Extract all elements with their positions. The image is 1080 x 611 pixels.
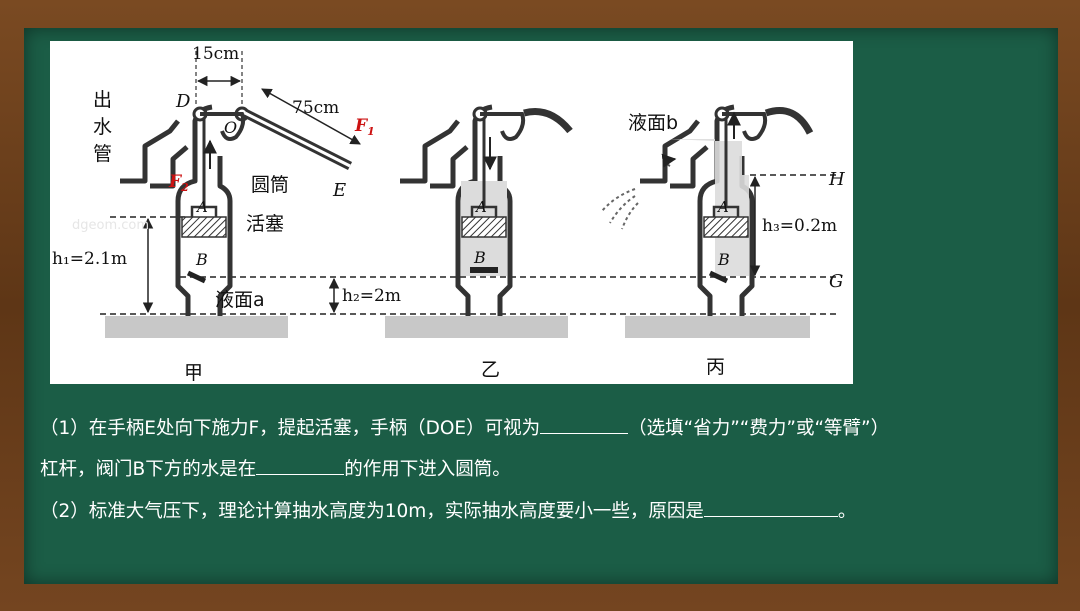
watermark: dgeom.com (72, 218, 149, 233)
label-H: H (828, 169, 845, 190)
pump-figure: 出 水 管 圆筒 活塞 液面a 液面b 15cm 75cm h₁=2.1m h₂… (50, 41, 853, 384)
label-dim-15cm: 15cm (192, 44, 239, 64)
question-2-text-b: 。 (837, 501, 857, 522)
question-1-line-2: 杠杆，阀门B下方的水是在 的作用下进入圆筒。 (40, 456, 511, 483)
question-1-text-d: 的作用下进入圆筒。 (344, 459, 511, 480)
label-B-yi: B (473, 248, 486, 267)
panel-label-yi: 乙 (481, 359, 500, 381)
label-E: E (332, 180, 346, 201)
valve-B-jia (186, 270, 207, 284)
label-F2: F2 (168, 172, 189, 194)
panel-label-jia: 甲 (184, 362, 203, 384)
label-A-yi: A (474, 198, 487, 216)
water-bing (668, 139, 749, 276)
label-A-jia: A (195, 198, 208, 216)
label-D: D (175, 91, 191, 112)
ground-bar (105, 316, 288, 338)
label-F1: F1 (354, 116, 375, 138)
answer-blank-3 (703, 498, 838, 517)
ground-bar (385, 316, 568, 338)
answer-blank-1 (540, 415, 629, 434)
label-surface-a: 液面a (215, 289, 265, 311)
valve-B-bing (708, 270, 729, 284)
label-outlet-3: 管 (93, 143, 112, 165)
label-h2: h₂=2m (342, 286, 401, 306)
label-surface-b: 液面b (628, 112, 678, 134)
label-piston: 活塞 (246, 213, 284, 235)
label-cylinder: 圆筒 (251, 174, 289, 196)
label-outlet-1: 出 (93, 89, 112, 111)
question-2: （2）标准大气压下，理论计算抽水高度为10m，实际抽水高度要小一些，原因是 。 (40, 498, 856, 525)
question-2-text-a: （2）标准大气压下，理论计算抽水高度为10m，实际抽水高度要小一些，原因是 (40, 501, 704, 522)
question-1-text-c: 杠杆，阀门B下方的水是在 (40, 459, 257, 480)
label-h3: h₃=0.2m (762, 216, 837, 236)
label-outlet-2: 水 (93, 116, 112, 138)
label-A-bing: A (716, 198, 729, 216)
label-h1: h₁=2.1m (52, 249, 127, 269)
label-G: G (829, 271, 843, 292)
question-1-line-1: （1）在手柄E处向下施力F，提起活塞，手柄（DOE）可视为 （选填“省力”“费力”… (40, 415, 889, 442)
ground-bar (625, 316, 810, 338)
question-1-text-a: （1）在手柄E处向下施力F，提起活塞，手柄（DOE）可视为 (40, 418, 541, 439)
piston-jia (181, 216, 227, 238)
label-B-bing: B (717, 250, 730, 269)
label-O: O (224, 118, 237, 137)
question-1-text-b: （选填“省力”“费力”或“等臂”） (628, 418, 890, 439)
valve-B-yi (470, 267, 498, 273)
pump-jia (120, 104, 233, 316)
panel-label-bing: 丙 (706, 356, 725, 378)
answer-blank-2 (256, 456, 345, 475)
label-dim-75cm: 75cm (292, 98, 339, 118)
label-B-jia: B (195, 250, 208, 269)
pump-diagram: 出 水 管 圆筒 活塞 液面a 液面b 15cm 75cm h₁=2.1m h₂… (52, 44, 845, 384)
